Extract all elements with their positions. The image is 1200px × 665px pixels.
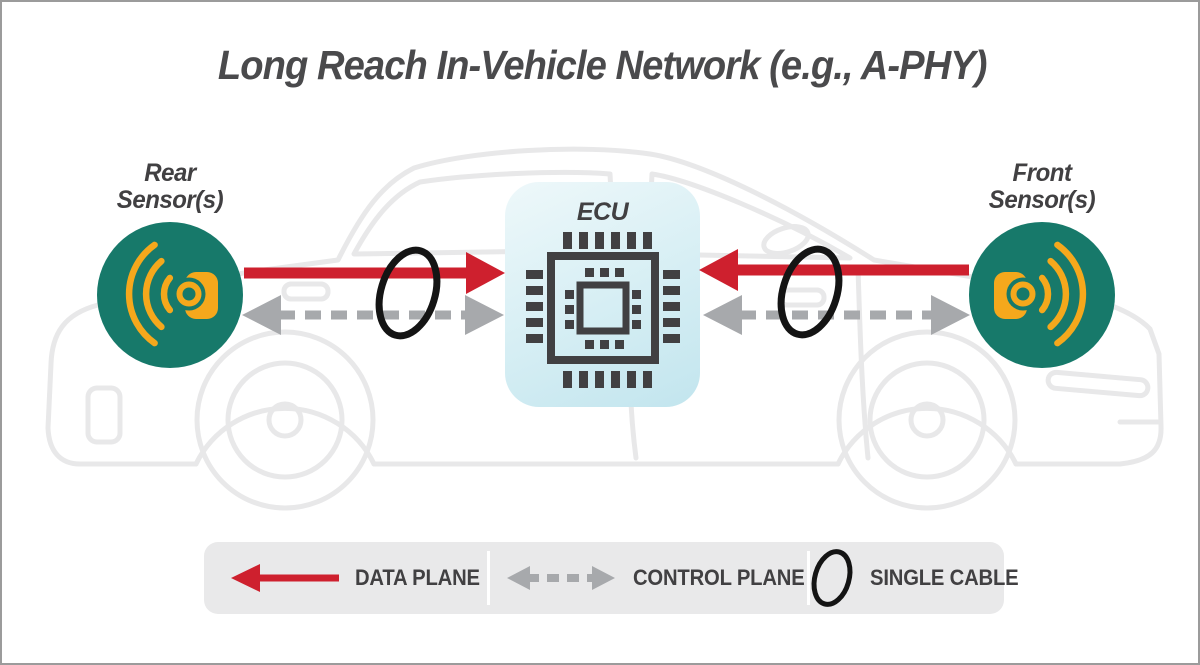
rear-sensor-circle: [97, 222, 243, 368]
front-sensor-icon: [969, 222, 1115, 368]
car-door-handle-rear: [281, 281, 331, 302]
legend: DATA PLANE CONTROL PLANE SINGLE CABLE: [204, 542, 1019, 614]
page-title: Long Reach In-Vehicle Network (e.g., A-P…: [2, 42, 1198, 89]
car-front-window: [645, 171, 853, 261]
car-taillight: [85, 385, 123, 445]
car-rear-wheel-hub: [266, 401, 304, 439]
legend-item-data-plane: DATA PLANE: [229, 542, 491, 614]
legend-divider: [807, 551, 810, 605]
car-headlight: [1045, 369, 1151, 399]
car-rear-wheel-outer: [194, 329, 376, 511]
car-door-handle-front: [777, 287, 827, 308]
car-front-wheel-arch: [835, 405, 1019, 467]
camera-waves-icon: [125, 241, 218, 347]
front-sensor-label-line2: Sensor(s): [988, 186, 1096, 214]
car-side-mirror: [761, 224, 811, 256]
ecu-node: ECU: [505, 182, 700, 407]
front-sensor-label: Front Sensor(s): [922, 160, 1162, 214]
camera-waves-icon: [994, 241, 1087, 347]
car-rear-wheel-arch: [193, 405, 377, 467]
car-rear-window: [351, 169, 617, 257]
car-front-wheel-hub: [908, 401, 946, 439]
rear-sensor-node: [97, 222, 243, 368]
legend-label-control-plane: CONTROL PLANE: [633, 565, 805, 590]
car-front-wheel-rim: [867, 360, 987, 480]
front-sensor-circle: [969, 222, 1115, 368]
rear-sensor-icon: [97, 222, 243, 368]
data-plane-arrow-icon: [231, 564, 339, 592]
single-cable-loop-icon: [811, 549, 853, 607]
page-title-text: Long Reach In-Vehicle Network (e.g., A-P…: [217, 42, 988, 88]
control-plane-arrow-icon: [507, 566, 615, 590]
rear-sensor-label-line2: Sensor(s): [116, 186, 224, 214]
front-sensor-label-line1: Front: [1012, 159, 1072, 187]
car-front-wheel-outer: [836, 329, 1018, 511]
rear-sensor-label: Rear Sensor(s): [50, 160, 290, 214]
legend-label-data-plane: DATA PLANE: [355, 565, 480, 590]
legend-label-single-cable: SINGLE CABLE: [870, 565, 1019, 590]
rear-sensor-label-line1: Rear: [144, 159, 196, 187]
chip-icon: [526, 232, 680, 388]
legend-item-control-plane: CONTROL PLANE: [503, 542, 819, 614]
ecu-label: ECU: [576, 198, 629, 226]
car-rear-wheel-rim: [225, 360, 345, 480]
legend-item-single-cable: SINGLE CABLE: [808, 542, 1031, 614]
front-sensor-node: [969, 222, 1115, 368]
legend-divider: [487, 551, 490, 605]
